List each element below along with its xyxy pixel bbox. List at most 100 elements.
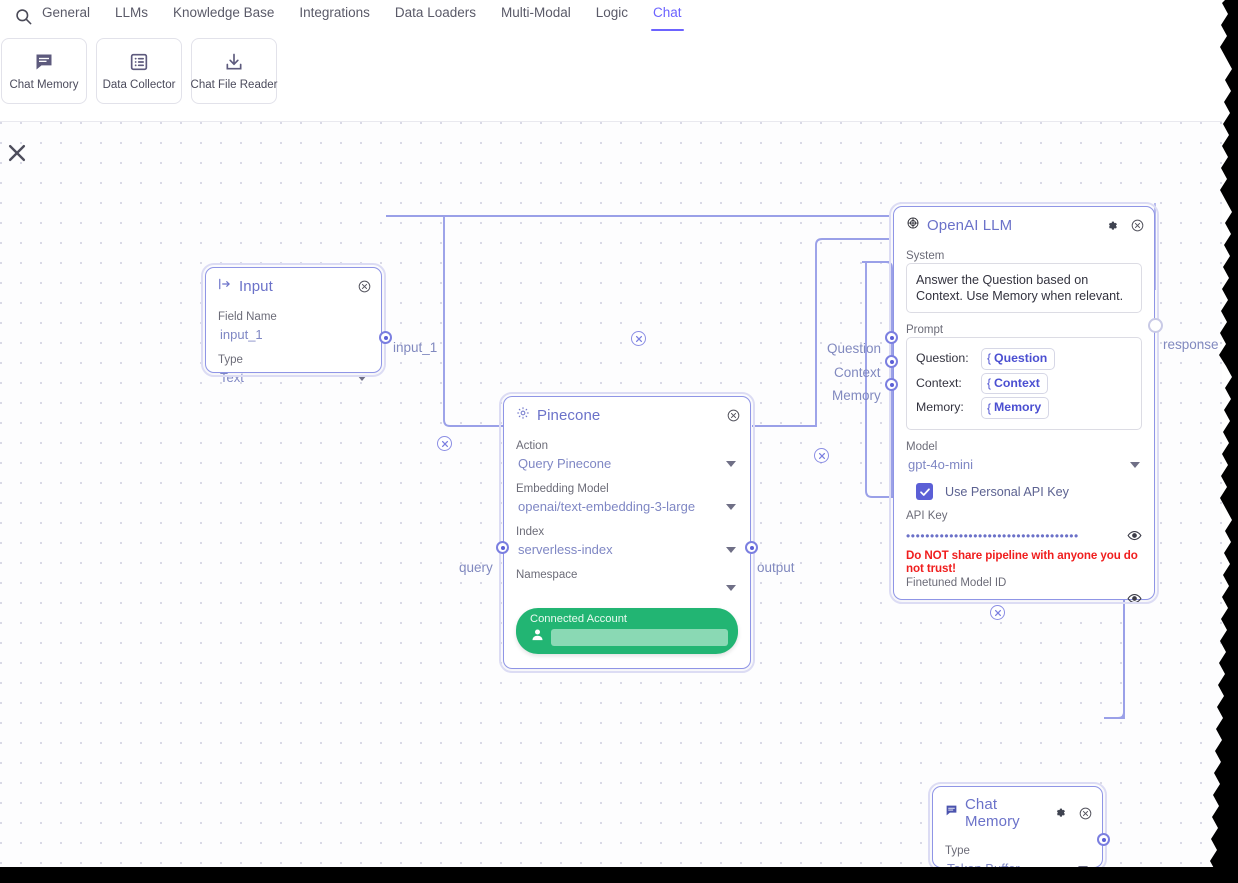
input-arrow-icon	[218, 277, 232, 296]
prompt-row-context: Context: { Context	[916, 372, 1132, 395]
field-value-index: serverless-index	[518, 542, 613, 557]
edge-delete-button[interactable]	[631, 331, 646, 346]
tab-multi-modal[interactable]: Multi-Modal	[500, 5, 571, 20]
field-select-action[interactable]: Query Pinecone	[516, 453, 738, 474]
field-label-system: System	[906, 250, 945, 262]
field-label-type: Type	[218, 354, 243, 366]
node-title: Chat Memory	[965, 796, 1020, 830]
tool-chat-file-reader[interactable]: Chat File Reader	[191, 38, 277, 104]
field-select-embedding-model[interactable]: openai/text-embedding-3-large	[516, 496, 738, 517]
system-prompt-textarea[interactable]: Answer the Question based on Context. Us…	[906, 263, 1142, 313]
handle-llm-memory-input[interactable]	[885, 378, 898, 391]
category-tab-bar: General LLMs Knowledge Base Integrations…	[0, 0, 1222, 32]
use-personal-api-key-row[interactable]: Use Personal API Key	[916, 483, 1142, 501]
tool-data-collector[interactable]: Data Collector	[96, 38, 182, 104]
field-select-namespace[interactable]	[516, 582, 738, 594]
handle-llm-response-output[interactable]	[1148, 318, 1163, 333]
variable-chip-memory[interactable]: { Memory	[981, 397, 1050, 420]
handle-pinecone-query-input[interactable]	[496, 541, 509, 554]
field-label-embedding-model: Embedding Model	[516, 483, 609, 495]
field-select-type[interactable]: Text	[218, 367, 369, 388]
field-label-model: Model	[906, 441, 938, 454]
edge-delete-button[interactable]	[437, 436, 452, 451]
field-label-finetuned-model-id: Finetuned Model ID	[906, 577, 1007, 590]
handle-input-output[interactable]	[379, 331, 392, 344]
tab-data-loaders[interactable]: Data Loaders	[394, 5, 476, 20]
handle-chatmemory-output[interactable]	[1097, 833, 1110, 846]
tool-label: Chat File Reader	[190, 78, 278, 91]
node-pinecone[interactable]: Pinecone Action Query Pinecone Embedding…	[499, 392, 755, 673]
checkbox-use-personal-api-key[interactable]	[916, 483, 933, 501]
api-key-row: ••••••••••••••••••••••••••••••••••••	[906, 528, 1142, 543]
search-icon[interactable]	[0, 7, 42, 26]
tab-chat[interactable]: Chat	[651, 5, 684, 31]
field-label-type: Type	[945, 845, 970, 857]
chevron-down-icon	[726, 460, 736, 467]
close-icon[interactable]	[1131, 219, 1144, 232]
brace-icon: {	[987, 375, 992, 390]
list-grid-icon	[129, 52, 149, 72]
field-label-api-key: API Key	[906, 510, 948, 523]
field-label-action: Action	[516, 440, 548, 452]
brace-icon: {	[987, 351, 992, 366]
node-body: Field Name input_1 Type Text	[206, 300, 381, 400]
prompt-row-memory: Memory: { Memory	[916, 397, 1132, 420]
api-key-input[interactable]: ••••••••••••••••••••••••••••••••••••	[906, 528, 1079, 543]
prompt-row-label: Memory:	[916, 400, 964, 415]
close-icon[interactable]	[358, 280, 371, 293]
tab-knowledge-base[interactable]: Knowledge Base	[173, 5, 275, 20]
field-select-model[interactable]: gpt-4o-mini	[906, 454, 1142, 475]
field-label-index: Index	[516, 526, 545, 538]
tab-general[interactable]: General	[42, 5, 91, 20]
prompt-row-label: Context:	[916, 375, 962, 390]
torn-paper-bottom-edge	[0, 867, 1238, 883]
api-key-warning: Do NOT share pipeline with anyone you do…	[906, 549, 1138, 576]
node-body: Action Query Pinecone Embedding Model op…	[504, 429, 750, 666]
prompt-textarea[interactable]: Question: { Question Context: { Context …	[906, 337, 1142, 431]
chevron-down-icon	[726, 546, 736, 553]
node-header: OpenAI LLM	[894, 207, 1154, 239]
handle-pinecone-output[interactable]	[745, 541, 758, 554]
variable-chip-context[interactable]: { Context	[981, 372, 1048, 395]
node-title: Pinecone	[537, 407, 601, 424]
field-value-embedding-model: openai/text-embedding-3-large	[518, 499, 696, 514]
handle-llm-question-input[interactable]	[885, 331, 898, 344]
handle-llm-context-input[interactable]	[885, 355, 898, 368]
eye-icon[interactable]	[1127, 591, 1142, 606]
field-label-field-name: Field Name	[218, 311, 277, 323]
tool-chat-memory[interactable]: Chat Memory	[1, 38, 87, 104]
field-value-action: Query Pinecone	[518, 456, 612, 471]
gear-icon[interactable]	[1105, 219, 1119, 233]
field-value-field-name[interactable]: input_1	[220, 327, 263, 342]
tab-integrations[interactable]: Integrations	[299, 5, 370, 20]
connected-account-value	[551, 628, 728, 646]
tab-llms[interactable]: LLMs	[115, 5, 149, 20]
node-chat-memory[interactable]: Chat Memory Type Token Buffer	[928, 782, 1107, 876]
tool-palette: Chat Memory Data Collector	[0, 38, 277, 104]
prompt-row-label: Question:	[916, 351, 969, 365]
variable-chip-question[interactable]: { Question	[981, 348, 1056, 370]
field-label-prompt: Prompt	[906, 324, 944, 336]
openai-icon	[906, 216, 920, 235]
edge-delete-button[interactable]	[990, 605, 1005, 620]
node-body: System Answer the Question based on Cont…	[894, 239, 1154, 618]
prompt-row-question: Question: { Question	[916, 348, 1132, 370]
connected-account-banner[interactable]: Connected Account	[516, 608, 738, 654]
edge-delete-button[interactable]	[814, 448, 829, 463]
node-openai-llm[interactable]: OpenAI LLM System Answer the Question ba…	[889, 202, 1159, 604]
tool-label: Data Collector	[102, 78, 176, 91]
close-icon[interactable]	[6, 142, 28, 164]
close-icon[interactable]	[1079, 807, 1092, 820]
chip-label: Memory	[994, 400, 1042, 415]
pinecone-icon	[516, 406, 530, 425]
field-value-model: gpt-4o-mini	[908, 457, 974, 473]
gear-icon[interactable]	[1053, 806, 1067, 820]
close-icon[interactable]	[727, 409, 740, 422]
eye-icon[interactable]	[1127, 528, 1142, 543]
chevron-down-icon	[357, 374, 367, 381]
field-select-index[interactable]: serverless-index	[516, 539, 738, 560]
tab-logic[interactable]: Logic	[595, 5, 629, 20]
checkbox-label: Use Personal API Key	[945, 484, 1069, 499]
node-input[interactable]: Input Field Name input_1 Type Text	[201, 263, 386, 385]
